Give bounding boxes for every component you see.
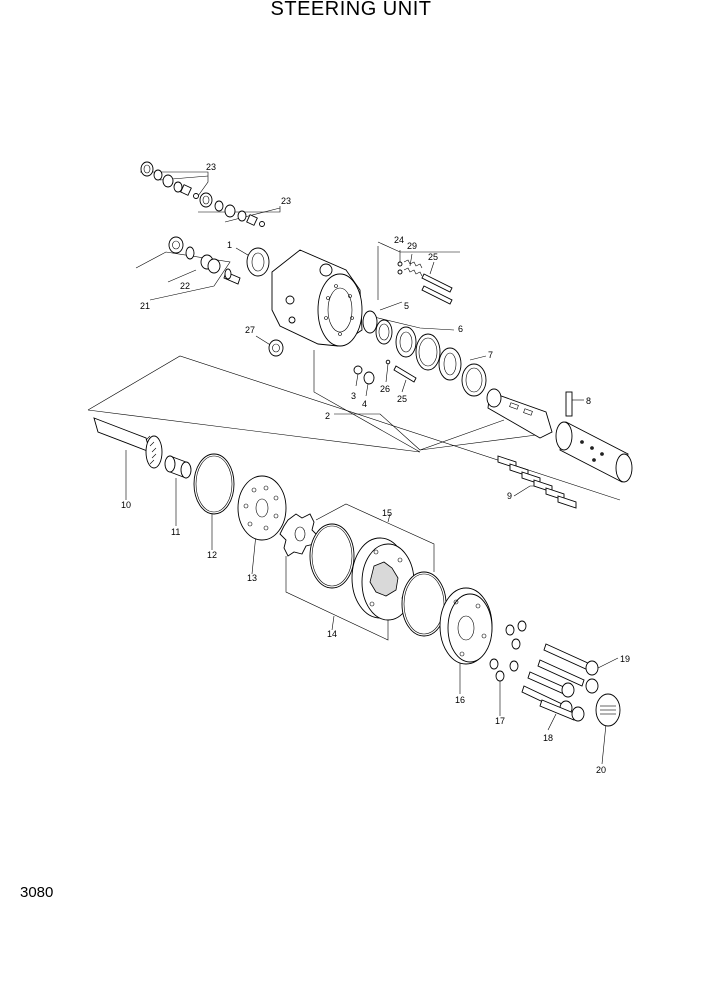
page-number: 3080	[20, 884, 54, 901]
callout-1: 1	[227, 240, 232, 250]
distributor-plate-13	[237, 475, 287, 541]
callout-19: 19	[620, 654, 630, 664]
housing	[271, 249, 363, 347]
callout-6: 6	[458, 324, 463, 334]
seal-ring-1	[246, 247, 270, 277]
callout-18: 18	[543, 733, 553, 743]
callout-22: 22	[180, 281, 190, 291]
callout-25: 25	[428, 252, 438, 262]
rings-and-bearing	[362, 310, 487, 397]
callout-26: 25	[397, 394, 407, 404]
callout-17: 17	[495, 716, 505, 726]
o-ring-14	[309, 523, 355, 589]
gerotor-ring-15	[351, 537, 415, 621]
callout-12: 12	[207, 550, 217, 560]
callout-28: 27	[245, 325, 255, 335]
callout-23-middle: 23	[281, 196, 291, 206]
callout-16: 16	[455, 695, 465, 705]
callout-14: 14	[327, 629, 337, 639]
callout-29: 29	[407, 241, 417, 251]
o-ring-15	[401, 571, 447, 637]
callout-10: 10	[121, 500, 131, 510]
callout-8: 8	[586, 396, 591, 406]
centering-springs-9	[497, 455, 577, 509]
callout-5: 5	[404, 301, 409, 311]
check-valve-group-lower	[168, 236, 241, 285]
spring-pin-group	[397, 259, 453, 305]
callout-15: 15	[382, 508, 392, 518]
page-title: STEERING UNIT	[270, 0, 432, 20]
callout-13: 13	[247, 573, 257, 583]
callout-21: 21	[140, 301, 150, 311]
leader-lines	[87, 171, 621, 765]
callout-9: 9	[507, 491, 512, 501]
spool-and-sleeve	[486, 388, 633, 483]
callout-4: 4	[362, 399, 367, 409]
drive-shaft-10	[93, 417, 163, 469]
end-cover-16	[439, 587, 493, 665]
gear-rotor-14	[279, 513, 319, 557]
callout-2: 2	[325, 411, 330, 421]
callout-23-upper: 23	[206, 162, 216, 172]
washers-17	[489, 620, 527, 682]
callout-11: 11	[171, 527, 180, 537]
callout-labels: 23 23 1 24 29 25 22 21 5 6 27 7 26 3 25 …	[121, 162, 630, 775]
ball-plug-pin	[353, 359, 417, 385]
callout-20: 20	[596, 765, 606, 775]
fitting-28	[268, 339, 284, 357]
callout-24: 24	[394, 235, 404, 245]
o-ring-12	[193, 453, 235, 515]
callout-27: 26	[380, 384, 390, 394]
callout-7: 7	[488, 350, 493, 360]
callout-3: 3	[351, 391, 356, 401]
spacer-11	[164, 455, 192, 479]
relief-valve-group-upper	[140, 161, 199, 199]
nameplate-20	[595, 693, 621, 727]
relief-valve-group-middle	[199, 192, 265, 227]
bolts-18-19	[521, 643, 599, 722]
